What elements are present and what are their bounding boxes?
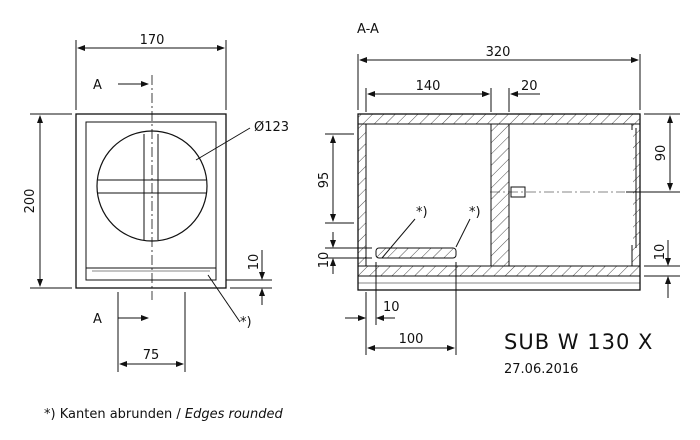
dim-port-height-right: 90 [654, 145, 669, 162]
section-label: A-A [357, 22, 379, 37]
dim-port-height-left: 95 [317, 172, 332, 189]
edge-mark-section-1: *) [416, 205, 428, 220]
footnote-mark: *) [44, 407, 56, 422]
title-date: 27.06.2016 [504, 362, 578, 377]
dim-slot-height: 10 [317, 252, 332, 269]
front-outer-frame [75, 113, 227, 289]
section-view [325, 54, 680, 355]
dim-total-length: 320 [486, 45, 511, 60]
labels: A-A A A 170 200 Ø123 10 *) 75 320 140 20… [23, 22, 669, 422]
section-outline [357, 113, 641, 291]
front-inner-frame [85, 121, 217, 281]
edge-mark-front: *) [240, 315, 252, 330]
footnote-text-de: Kanten abrunden / [60, 407, 182, 422]
dim-front-width: 170 [140, 33, 165, 48]
dim-chamber-length: 140 [416, 79, 441, 94]
dim-front-height: 200 [23, 189, 38, 214]
port-shelf [375, 247, 457, 259]
dim-bottom-right-gap: 10 [653, 244, 668, 261]
divider-wall [490, 123, 510, 267]
footnote: *) Kanten abrunden / Edges rounded [44, 407, 284, 422]
dim-hole-diameter: Ø123 [254, 120, 289, 135]
dim-slot-length: 100 [399, 332, 424, 347]
dim-front-bottom-gap: 10 [247, 254, 262, 271]
dim-slot-offset: 10 [383, 300, 400, 315]
dim-divider-thickness: 20 [521, 79, 538, 94]
cut-marker-top: A [93, 78, 102, 93]
footnote-text-en: Edges rounded [185, 407, 284, 422]
title-name: SUB W 130 X [504, 330, 653, 354]
dim-front-center: 75 [143, 348, 160, 363]
front-view [30, 40, 272, 372]
cut-marker-bottom: A [93, 312, 102, 327]
edge-mark-section-2: *) [469, 205, 481, 220]
